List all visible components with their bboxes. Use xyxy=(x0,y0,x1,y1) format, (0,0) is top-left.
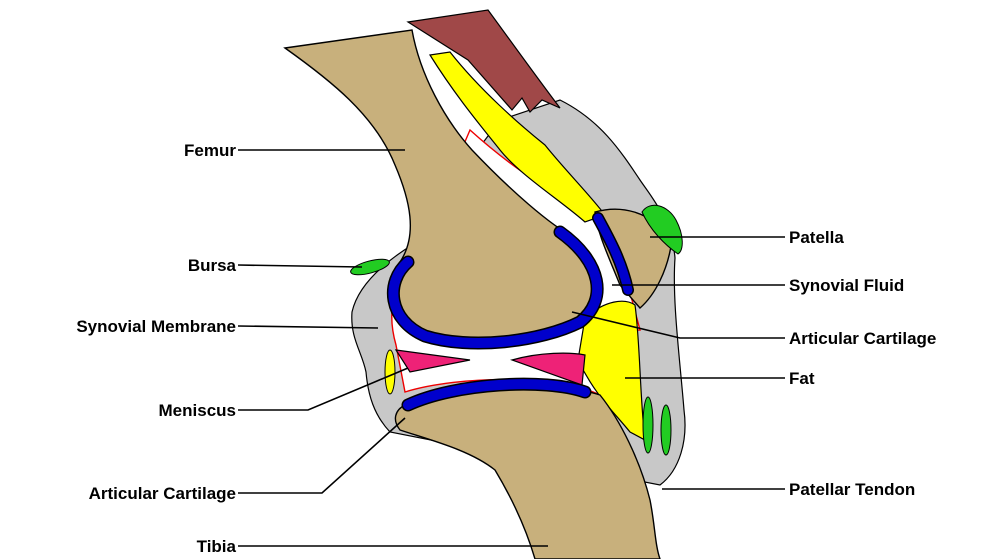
bursa-tendon-1 xyxy=(643,397,653,453)
label-tibia: Tibia xyxy=(197,537,237,556)
label-patellar-tendon: Patellar Tendon xyxy=(789,480,915,499)
label-meniscus: Meniscus xyxy=(159,401,236,420)
label-bursa: Bursa xyxy=(188,256,237,275)
leader-articular-cartilage-lower xyxy=(238,418,405,493)
bursa-tendon-2 xyxy=(661,405,671,455)
label-femur: Femur xyxy=(184,141,236,160)
label-synovial-fluid: Synovial Fluid xyxy=(789,276,904,295)
label-articular-cartilage-right: Articular Cartilage xyxy=(789,329,936,348)
label-synovial-membrane: Synovial Membrane xyxy=(76,317,236,336)
label-patella: Patella xyxy=(789,228,844,247)
label-articular-cartilage-lower: Articular Cartilage xyxy=(89,484,236,503)
small-fat-deposit xyxy=(385,350,395,394)
leader-bursa xyxy=(238,265,362,267)
label-fat: Fat xyxy=(789,369,815,388)
